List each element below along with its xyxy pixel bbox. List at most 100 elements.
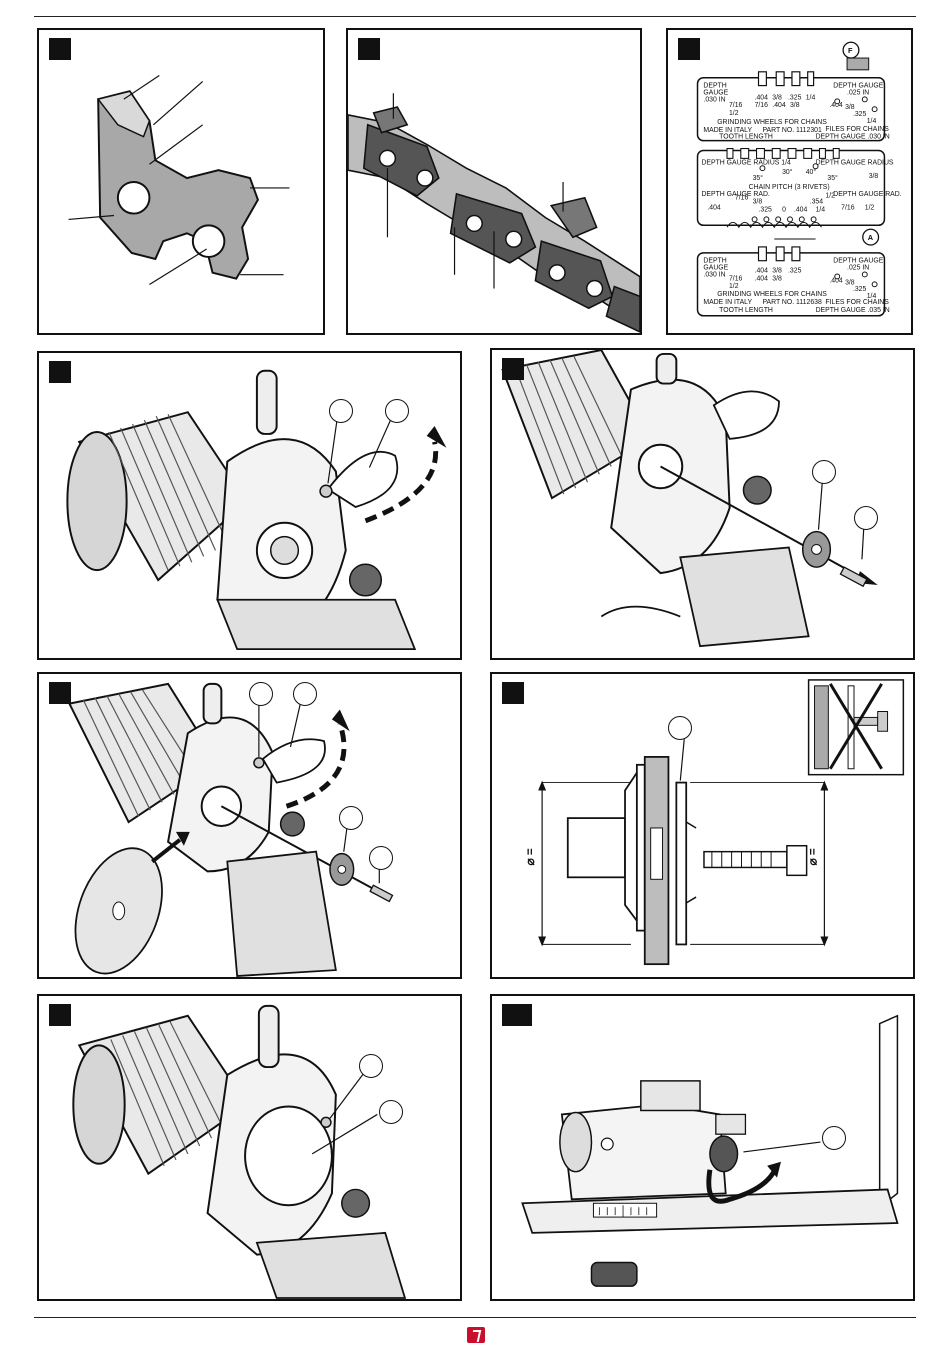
gauge-bot-value-left: .030 IN [703, 271, 725, 278]
gauge-bot-size-r2-1: 7/16 [729, 275, 743, 282]
gauge-mid-chain-pitch: CHAIN PITCH (3 RIVETS) [749, 184, 830, 191]
adjust-knob [742, 475, 772, 505]
callout-circle [385, 399, 409, 423]
adjust-knob [279, 811, 306, 837]
gauge-bot-size-1: .404 [755, 268, 769, 275]
motor-shaft [566, 817, 626, 879]
gauge-top-size-r2-3: 7/16 [755, 102, 769, 109]
gauge-mid-rad-right-val2: 1/2 [865, 205, 875, 212]
gauge-top-size-2: 3/8 [772, 94, 782, 101]
wheel-hub [200, 785, 243, 827]
gauge-mid-pitch-2: 3/8 [753, 199, 763, 206]
gauge-top-value-left: .030 IN [703, 96, 725, 103]
lid-screw [253, 757, 265, 769]
lower-knob [590, 1261, 638, 1287]
gauge-top-size-r2-1: 7/16 [729, 102, 743, 109]
gauge-top-bottom-right: DEPTH GAUGE .030 IN [816, 134, 890, 141]
gauge-bot-depth-left: DEPTH [703, 258, 726, 265]
gauge-bot-size-3: .325 [788, 268, 802, 275]
gauge-bot-size-r2-4: 3/8 [772, 275, 782, 282]
gauge-top-size-4: 1/4 [806, 94, 816, 101]
figure-number-badge [49, 38, 71, 60]
diameter-label-right: ⌀ = [805, 848, 819, 865]
wheel-section-drawing: ⌀ = ⌀ = [523, 679, 905, 966]
guard-lid-closed [244, 1105, 333, 1207]
figure-panel-chain [346, 28, 642, 335]
gauge-bot-right-val-2: 3/8 [845, 279, 855, 286]
gauge-plate-bottom [696, 252, 886, 317]
base-plate [521, 1188, 899, 1234]
cutter-tooth-on-chain-1 [372, 106, 409, 134]
brand-logo [467, 1327, 485, 1343]
gauge-top-value-right: .025 IN [847, 89, 869, 96]
angle-scale [592, 1202, 658, 1218]
gauge-mid-radius-left: DEPTH GAUGE RADIUS 1/4 [701, 159, 791, 166]
gauge-top-depth-right: DEPTH GAUGE [833, 83, 883, 90]
gauge-top-size-1: .404 [755, 94, 769, 101]
cutter-top-plate [96, 90, 151, 138]
fixing-screw [703, 850, 788, 869]
clamp-knob [709, 1135, 739, 1173]
callout-f-circle [842, 41, 860, 59]
callout-circle [339, 806, 363, 830]
figure-panel-gauge: DEPTH GAUGE .030 IN .404 3/8 .325 1/4 7/… [666, 28, 913, 335]
gauge-mid-rad-left-val: .404 [707, 205, 721, 212]
figure-panel-knob-rotation [490, 994, 915, 1301]
gauge-bot-size-r2-3: .404 [755, 275, 769, 282]
chain-link-dark-4 [605, 285, 640, 333]
diameter-label-left: ⌀ = [523, 848, 537, 865]
grinder-drawing-wheel-removal [501, 350, 878, 648]
grinder-base [216, 598, 417, 651]
wheel-hub [637, 443, 684, 490]
callout-circle [379, 1100, 403, 1124]
callout-circle [329, 399, 353, 423]
callout-circle [359, 1054, 383, 1078]
gauge-mid-pitch-8: 1/2 [825, 193, 835, 200]
adjust-knob [341, 1188, 371, 1218]
gauge-mid-pitch-4: 0 [782, 207, 786, 214]
gauge-mid-pitch-5: .404 [794, 207, 808, 214]
gauge-top-part-no: PART NO. 1112301 [762, 127, 822, 134]
motor-housing [501, 350, 652, 500]
gauge-top-size-r2-4: .404 [772, 102, 786, 109]
figure-panel-wheel-mounting [37, 672, 462, 979]
figure-panel-grinder-guard-open [37, 351, 462, 660]
lid-screw [319, 484, 333, 498]
top-rule [34, 16, 916, 17]
rivet-hole-left [116, 181, 151, 215]
figure-panel-cutter-tooth [37, 28, 325, 335]
gauge-top-right-val-4: 1/4 [867, 118, 877, 125]
figure-number-badge [49, 361, 71, 383]
callout-circle [249, 682, 273, 706]
figure-number-badge [49, 682, 71, 704]
gauge-mid-angle-4: 35° [827, 174, 838, 182]
gauge-plate-drawing: DEPTH GAUGE .030 IN .404 3/8 .325 1/4 7/… [696, 41, 902, 317]
gauge-mid-pitch-1: 7/16 [735, 195, 749, 202]
removal-axis [660, 465, 869, 582]
gauge-top-right-val-1: .404 [829, 102, 843, 109]
guard-lid [326, 451, 399, 508]
rotation-arrow-icon [706, 1168, 778, 1204]
grinder-drawing-guard-closed [72, 1004, 407, 1299]
callout-f-label: F [848, 46, 853, 55]
left-roller [559, 1111, 593, 1173]
gauge-top-grinding: GRINDING WHEELS FOR CHAINS [717, 119, 827, 126]
gauge-mid-radius-right: DEPTH GAUGE RADIUS [816, 159, 894, 166]
callout-a-label: A [868, 233, 874, 242]
gauge-top-right-val-3: .325 [853, 111, 867, 118]
guard-lid [261, 738, 326, 784]
gauge-bot-part-no: PART NO. 1112638 [762, 299, 822, 306]
callout-circle [369, 846, 393, 870]
figure-panel-guard-closed [37, 994, 462, 1301]
gauge-top-size-r2-5: 3/8 [790, 102, 800, 109]
cutter-tooth-drawing [68, 75, 290, 286]
figure-panel-wheel-removal [490, 348, 915, 660]
figure-number-badge [502, 1004, 532, 1026]
gauge-bot-grinding: GRINDING WHEELS FOR CHAINS [717, 291, 827, 298]
saw-chain-drawing [348, 93, 640, 333]
grinder-base [679, 546, 810, 648]
gauge-bot-gauge-left: GAUGE [703, 265, 728, 272]
handle [255, 369, 278, 435]
figure-number-badge [502, 682, 524, 704]
fixing-screw [369, 884, 394, 903]
